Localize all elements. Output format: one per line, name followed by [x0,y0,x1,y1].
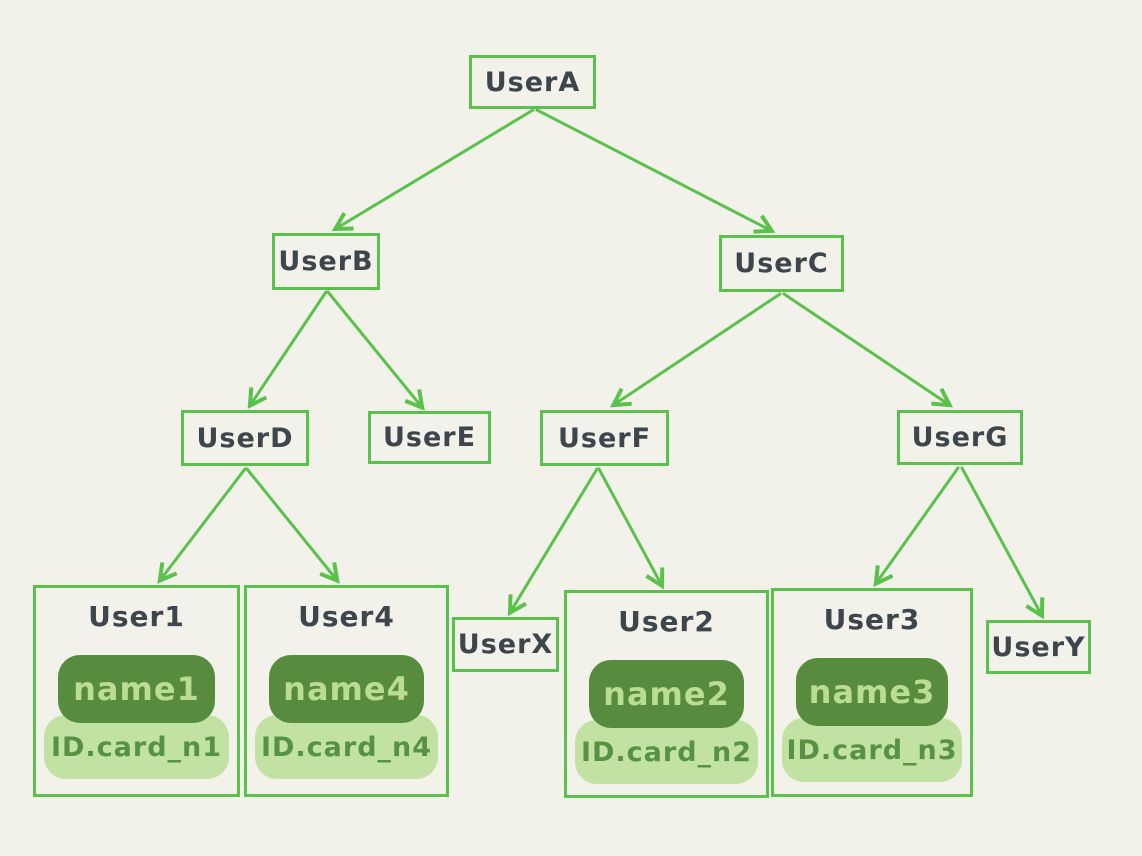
edge-userF-user2 [597,467,661,584]
edge-userA-userC [535,108,770,230]
card-user2-idcard-pill: ID.card_n2 [574,720,759,784]
card-user4-title: User4 [298,600,395,633]
node-userA: UserA [469,55,596,109]
card-user4: User4 name4 ID.card_n4 [244,585,449,797]
card-user1-title: User1 [88,600,185,633]
edge-userF-userX [511,467,599,611]
edge-userB-userD [251,290,328,404]
node-userG: UserG [897,410,1023,465]
node-userF: UserF [540,410,669,466]
edge-userB-userE [326,290,421,406]
card-user3-idcard-pill: ID.card_n3 [781,718,963,782]
node-userX: UserX [452,617,559,672]
node-userY: UserY [986,620,1091,674]
card-user2-title: User2 [618,605,715,638]
card-user2-name-pill: name2 [588,660,745,728]
edge-userA-userB [337,108,535,228]
card-user3: User3 name3 ID.card_n3 [771,588,973,797]
card-user3-name-pill: name3 [795,658,949,726]
node-userD: UserD [181,410,309,466]
card-user1-idcard-pill: ID.card_n1 [44,715,229,779]
node-userC: UserC [719,235,844,292]
card-user1: User1 name1 ID.card_n1 [33,585,240,797]
edge-userD-user1 [161,467,247,579]
card-user3-title: User3 [823,603,921,636]
card-user2: User2 name2 ID.card_n2 [564,590,769,798]
edge-userD-user4 [245,467,336,579]
edge-userG-userY [960,466,1041,614]
card-user4-name-pill: name4 [268,655,425,723]
edge-userG-user3 [877,466,960,582]
edge-userC-userG [782,292,948,404]
card-user4-idcard-pill: ID.card_n4 [254,715,439,779]
card-user1-name-pill: name1 [58,655,215,723]
node-userE: UserE [368,411,491,464]
node-userB: UserB [272,233,380,290]
edge-userC-userF [615,292,782,404]
